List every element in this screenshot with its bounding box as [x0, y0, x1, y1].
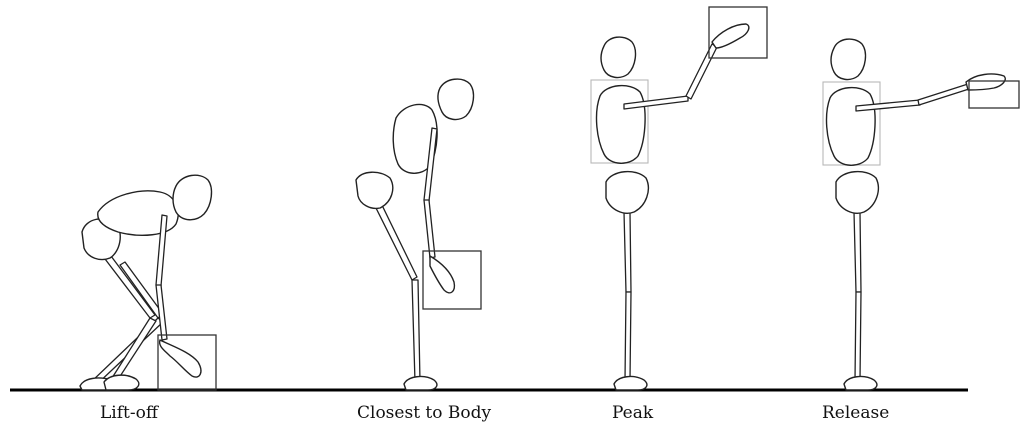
liftoff-femur-front — [102, 252, 155, 318]
peak-hand — [712, 24, 749, 48]
closest-tibia — [412, 280, 420, 382]
release-tibia — [855, 292, 861, 380]
caption-peak: Peak — [612, 403, 653, 423]
closest-head — [438, 79, 474, 119]
peak-head — [601, 37, 635, 77]
closest-pelvis — [356, 172, 393, 208]
closest-forearm — [424, 200, 435, 258]
closest-foot — [404, 377, 437, 390]
release-foot — [844, 377, 877, 390]
closest-femur — [372, 197, 417, 280]
figure-release — [823, 39, 1019, 390]
liftoff-tibia-front — [112, 318, 156, 381]
release-hand — [966, 74, 1005, 90]
peak-ribcage — [597, 86, 646, 164]
peak-pelvis — [606, 172, 648, 214]
peak-foot — [614, 377, 647, 390]
peak-tibia — [625, 292, 631, 380]
peak-femur — [624, 212, 631, 292]
release-head — [831, 39, 865, 79]
figure-closest — [356, 79, 481, 390]
release-ribcage — [827, 88, 876, 166]
liftoff-hand — [160, 340, 201, 377]
closest-hand — [430, 256, 454, 293]
liftoff-foot-front — [104, 375, 139, 390]
liftoff-head — [173, 175, 211, 220]
caption-closest-to-body: Closest to Body — [357, 403, 491, 423]
caption-release: Release — [822, 403, 889, 423]
figure-liftoff — [80, 175, 216, 390]
release-pelvis — [836, 172, 878, 214]
figure-peak — [591, 7, 767, 390]
caption-liftoff: Lift-off — [100, 403, 158, 423]
release-femur — [854, 212, 861, 292]
peak-forearm — [686, 44, 717, 99]
release-forearm — [918, 84, 969, 105]
